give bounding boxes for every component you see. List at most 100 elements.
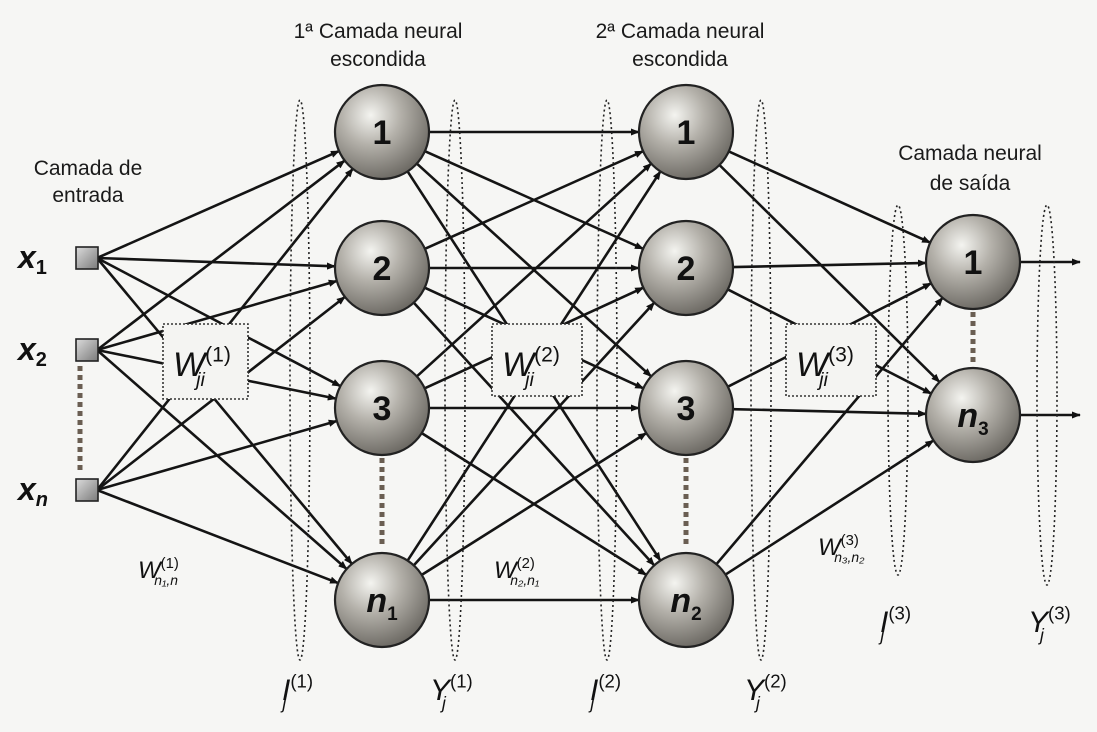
signal-label-I1-base: I xyxy=(282,674,290,707)
weight-label-w3-base: W xyxy=(796,346,831,384)
weight-label-w2-base: W xyxy=(502,346,537,384)
hidden1-node-1-label: 1 xyxy=(373,114,392,152)
edge-h13-h22 xyxy=(421,431,648,577)
weight-label-w3-last: W(3)n₃,n₂ xyxy=(818,533,865,565)
weight-box-w3 xyxy=(785,323,877,397)
input-label-base: x xyxy=(16,471,37,507)
signal-ellipses xyxy=(289,99,1058,661)
signal-label-Y2-sup: (2) xyxy=(764,670,787,691)
input-layer-title-line2: entrada xyxy=(52,184,124,207)
weight-label-w2-last-base: W xyxy=(494,557,519,584)
signal-label-I3-sub: j xyxy=(878,625,885,645)
hidden1-node-3-circle xyxy=(333,359,431,457)
edge-h23-out1 xyxy=(724,439,935,576)
output-node-2-circle xyxy=(924,366,1022,464)
input-label-sub: 2 xyxy=(36,349,47,371)
weight-label-w1-last-base: W xyxy=(138,557,163,584)
hidden2-node-2-label: 2 xyxy=(677,250,696,288)
ellipse-Y2 xyxy=(750,99,772,661)
weight-label-w3-last-sup: (3) xyxy=(841,533,859,549)
weight-label-w2-sub: ji xyxy=(522,369,534,391)
output-node-2-label-sub: 3 xyxy=(978,419,989,440)
edge-in0-h11 xyxy=(96,256,336,270)
weight-label-w3: W(3)ji xyxy=(796,344,854,391)
input-node-box-2 xyxy=(75,338,99,362)
edge-h21-out0 xyxy=(732,259,927,269)
hidden1-node-3-label: 3 xyxy=(373,390,392,428)
weight-label-w3-sup: (3) xyxy=(828,344,854,367)
output-node-1-circle xyxy=(924,213,1022,311)
input-node-label-3: xn xyxy=(16,471,48,511)
hidden1-node-4-label-sub: 1 xyxy=(387,604,398,625)
output-node-1-label: 1 xyxy=(964,244,983,282)
hidden2-node-3-label: 3 xyxy=(677,390,696,428)
hidden1-node-4-label: n1 xyxy=(366,582,398,625)
hidden2-layer-title-line1: 2ª Camada neural xyxy=(596,20,765,43)
hidden2-node-4-label-sub: 2 xyxy=(691,604,702,625)
input-label-sub: n xyxy=(36,489,48,511)
signal-label-I1: I(1)j xyxy=(280,670,313,713)
weight-label-w2-last: W(2)n₂,n₁ xyxy=(494,556,540,588)
hidden2-node-3-circle xyxy=(637,359,735,457)
ellipse-I2 xyxy=(596,99,618,661)
hidden2-node-1-circle xyxy=(637,83,735,181)
weight-label-w3-last-sub: n₃,n₂ xyxy=(834,549,865,565)
edge-h12-h20 xyxy=(415,162,653,378)
signal-label-Y2: Y(2)j xyxy=(744,670,787,713)
signal-label-I2: I(2)j xyxy=(588,670,621,713)
edge-in0-h12 xyxy=(96,256,342,388)
signal-label-I2-base: I xyxy=(590,674,598,707)
ellipse-I1 xyxy=(289,99,311,661)
input-node-box-1 xyxy=(75,246,99,270)
weight-label-w1-last-sub: n₁,n xyxy=(154,572,178,588)
weight-label-w1-base: W xyxy=(173,346,208,384)
weight-label-w1-sup: (1) xyxy=(205,344,231,367)
ellipse-I3 xyxy=(887,204,909,576)
ellipse-Y3 xyxy=(1036,204,1058,586)
signal-label-Y3-sub: j xyxy=(1038,625,1045,645)
hidden1-node-1-circle xyxy=(333,83,431,181)
weight-label-w2-last-sub: n₂,n₁ xyxy=(510,572,540,588)
edge-h13-h21 xyxy=(412,301,656,567)
weight-label-w2-sup: (2) xyxy=(534,344,560,367)
signal-label-I1-sub: j xyxy=(280,693,287,713)
output-node-2-label: n3 xyxy=(957,397,988,440)
weight-label-w3-last-base: W xyxy=(818,534,843,561)
edge-in2-h12 xyxy=(96,419,338,492)
hidden1-layer-title-line2: escondida xyxy=(330,48,426,71)
weight-label-w3-sub: ji xyxy=(816,369,828,391)
signal-label-Y2-base: Y xyxy=(744,674,766,707)
signal-label-I3: I(3)j xyxy=(878,602,911,645)
signal-label-Y3-base: Y xyxy=(1028,606,1050,639)
hidden2-node-2-circle xyxy=(637,219,735,317)
signal-label-Y1-base: Y xyxy=(430,674,452,707)
hidden2-node-4-label: n2 xyxy=(670,582,701,625)
output-layer-title-line2: de saída xyxy=(930,172,1011,195)
weight-box-w1 xyxy=(162,323,249,400)
edge-h22-out1 xyxy=(732,407,927,418)
signal-label-I2-sup: (2) xyxy=(598,670,621,691)
weight-label-w2: W(2)ji xyxy=(502,344,560,391)
output-node-2-label-base: n xyxy=(957,397,978,435)
input-layer-title-line1: Camada de xyxy=(34,157,143,180)
signal-label-I2-sub: j xyxy=(588,693,595,713)
edge-h23-out0 xyxy=(715,296,944,566)
hidden2-node-4-label-base: n xyxy=(670,582,691,620)
edge-in0-h10 xyxy=(96,149,340,260)
signal-label-Y3: Y(3)j xyxy=(1028,602,1071,645)
hidden2-node-1-label: 1 xyxy=(677,114,696,152)
weight-box-w2 xyxy=(491,323,583,397)
edge-in0-h13 xyxy=(96,257,353,565)
signal-label-I1-sup: (1) xyxy=(290,670,313,691)
input-label-sub: 1 xyxy=(36,257,47,279)
signal-label-Y1-sub: j xyxy=(440,693,447,713)
hidden1-node-4-label-base: n xyxy=(366,582,387,620)
input-node-box-3 xyxy=(75,478,99,502)
signal-label-Y1-sup: (1) xyxy=(450,670,473,691)
hidden1-node-2-circle xyxy=(333,219,431,317)
